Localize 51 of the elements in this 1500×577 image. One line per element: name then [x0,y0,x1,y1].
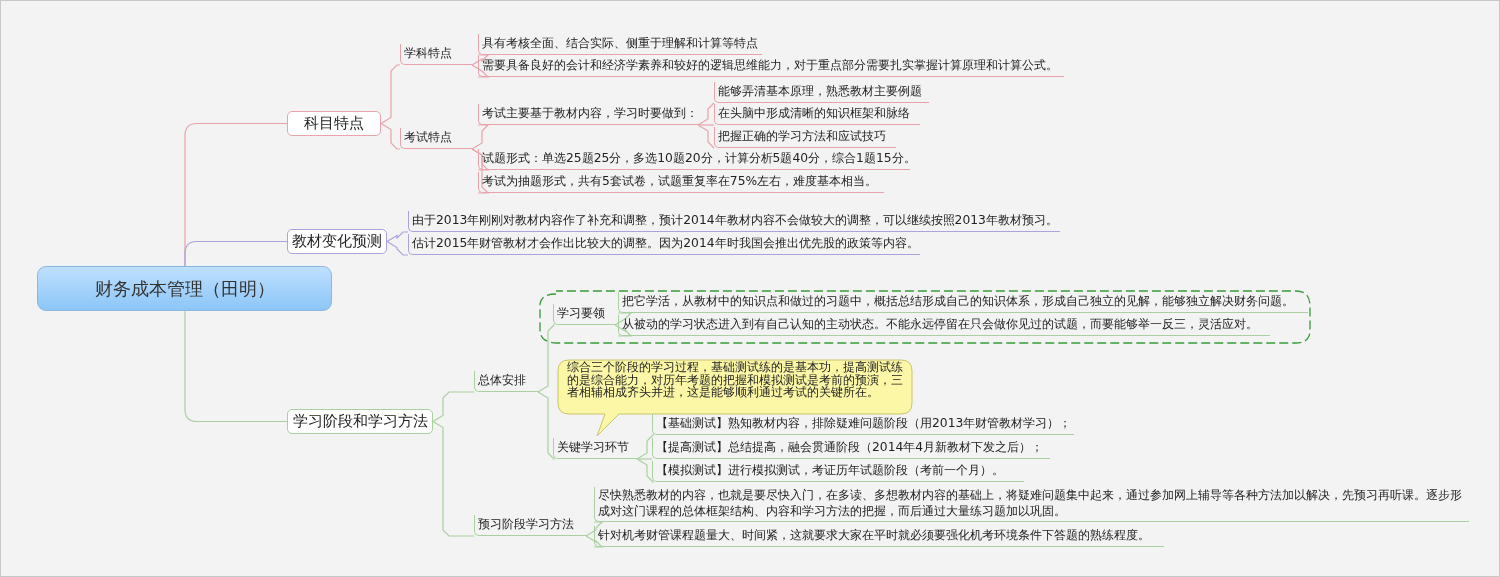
subtopic-label: 考试主要基于教材内容，学习时要做到： [478,104,698,125]
connector-line [386,240,409,256]
connector-line [697,124,715,126]
subtopic-label: 估计2015年财管教材才会作出比较大的调整。因为2014年时我国会推出优先股的政策等内容。 [408,234,920,255]
connector-line [697,124,715,149]
subtopic-label: 能够弄清基本原理，熟悉教材主要例题 [714,82,929,103]
subtopic-label: 考试为抽题形式，共有5套试卷，试题重复率在75%左右，难度基本相当。 [478,172,884,193]
connector-line [636,458,653,460]
subtopic-label: 考试特点 [400,128,472,149]
subtopic-label: 从被动的学习状态进入到有自己认知的主动状态。不能永远停留在只会做你见过的试题，而要能够举一反三，灵活应对。 [618,315,1270,336]
connector-line [471,64,490,78]
connector-line [380,122,401,150]
subtopic-label: 【模拟测试】进行模拟测试，考证历年试题阶段（考前一个月）。 [652,461,1024,482]
connector-line [184,310,288,423]
subtopic-label: 学科特点 [400,44,472,65]
connector-line [432,391,475,423]
subtopic-label: 【提高测试】总结提高，融会贯通阶段（2014年4月新教材下发之后）； [652,438,1050,459]
subtopic-label: 把握正确的学习方法和应试技巧 [714,127,896,148]
connector-line [471,54,490,66]
central-topic-box: 财务成本管理（田明） [37,266,332,311]
connector-line [537,324,556,393]
subtopic-label: 关键学习环节 [553,438,637,459]
subtopic-label: 由于2013年刚刚对教材内容作了补充和调整，预计2014年教材内容不会做较大的调整，可以继续按照2013年教材预习。 [408,211,1060,232]
subtopic-label: 尽快熟悉教材的内容，也就是要尽快入门，在多读、多想教材内容的基础上，将疑难问题集中起来，通过参加网上辅导等各种方法加以解决，先预习再听课。逐步形成对这门课程的总体框架结构、内容和学习方法的把握，而后通过大量练习题加以巩固。 [594,487,1469,522]
connector-line [585,535,604,548]
connector-line [471,124,490,150]
topic-box: 教材变化预测 [287,229,387,254]
subtopic-label: 具有考核全面、结合实际、侧重于理解和计算等特点 [478,34,762,55]
connector-line [636,458,655,483]
subtopic-label: 【基础测试】熟知教材内容，排除疑难问题阶段（用2013年财管教材学习）； [652,414,1074,435]
subtopic-label: 在头脑中形成清晰的知识框架和脉络 [714,104,920,125]
connector-line [471,148,490,194]
topic-box: 学习阶段和学习方法 [287,409,433,434]
topic-box: 科目特点 [287,111,381,136]
subtopic-label: 试题形式：单选25题25分，多选10题20分，计算分析5题40分，综合1题15分。 [478,149,910,170]
connector-line [697,102,715,126]
connector-line [585,521,604,537]
subtopic-label: 学习要领 [553,304,615,325]
connector-line [386,231,409,243]
subtopic-label: 需要具备良好的会计和经济学素养和较好的逻辑思维能力，对于重点部分需要扎实掌握计算原理和计算公式。 [478,56,1064,77]
connector-line [614,312,633,326]
connector-line [537,391,556,460]
subtopic-label: 把它学活，从教材中的知识点和做过的习题中，概括总结形成自己的知识体系，形成自己独立的见解，能够独立解决财务问题。 [618,292,1308,313]
connector-line [184,240,288,267]
connector-line [380,64,401,125]
subtopic-label: 针对机考财管课程题量大、时间紧，这就要求大家在平时就必须要强化机考环境条件下答题的熟练程度。 [594,526,1164,547]
subtopic-label: 总体安排 [474,371,538,392]
connector-line [636,434,655,460]
subtopic-label: 预习阶段学习方法 [474,515,586,536]
connector-line [614,324,633,337]
connector-line [432,420,475,537]
